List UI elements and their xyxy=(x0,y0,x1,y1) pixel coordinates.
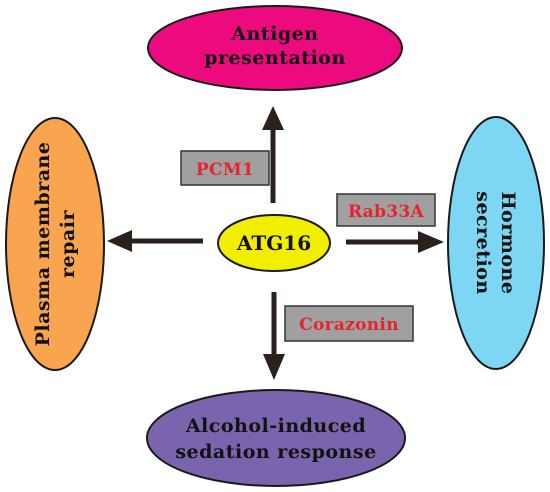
arrow-to-sedation-response xyxy=(263,292,285,380)
node-atg16-label: ATG16 xyxy=(236,231,311,255)
node-antigen-presentation-line-2: presentation xyxy=(204,47,346,69)
mediator-pcm1-box xyxy=(180,150,270,186)
node-hormone-secretion: Hormone secretion xyxy=(447,116,545,370)
arrow-to-plasma-membrane-repair xyxy=(107,230,203,252)
node-atg16: ATG16 xyxy=(217,214,331,272)
node-sedation-response-line-2: sedation response xyxy=(175,441,376,463)
node-plasma-membrane-repair-line-1: Plasma membrane xyxy=(32,142,54,347)
arrow-to-hormone-secretion xyxy=(346,231,444,253)
node-hormone-secretion-line-1: Hormone xyxy=(497,192,519,295)
mediator-corazonin: Corazonin xyxy=(284,305,414,342)
mediator-rab33a-label: Rab33A xyxy=(348,202,425,222)
arrow-to-antigen-presentation xyxy=(262,106,284,203)
node-antigen-presentation-shape xyxy=(147,5,403,91)
mediator-rab33a-box xyxy=(336,193,436,227)
node-atg16-shape xyxy=(217,214,331,272)
node-hormone-secretion-shape xyxy=(447,116,545,370)
mediator-corazonin-label: Corazonin xyxy=(299,315,399,335)
node-sedation-response: Alcohol-induced sedation response xyxy=(146,389,406,487)
node-hormone-secretion-line-2: secretion xyxy=(472,191,494,294)
mediator-corazonin-box xyxy=(284,305,414,342)
mediator-rab33a: Rab33A xyxy=(336,193,436,227)
node-antigen-presentation: Antigen presentation xyxy=(147,5,403,91)
node-sedation-response-line-1: Alcohol-induced xyxy=(185,415,366,437)
mediator-pcm1: PCM1 xyxy=(180,150,270,186)
node-antigen-presentation-line-1: Antigen xyxy=(230,23,318,45)
mediator-pcm1-label: PCM1 xyxy=(196,160,254,180)
node-plasma-membrane-repair: Plasma membrane repair xyxy=(5,117,105,371)
node-sedation-response-shape xyxy=(146,389,406,487)
node-plasma-membrane-repair-shape xyxy=(5,117,105,371)
node-plasma-membrane-repair-line-2: repair xyxy=(57,210,79,278)
